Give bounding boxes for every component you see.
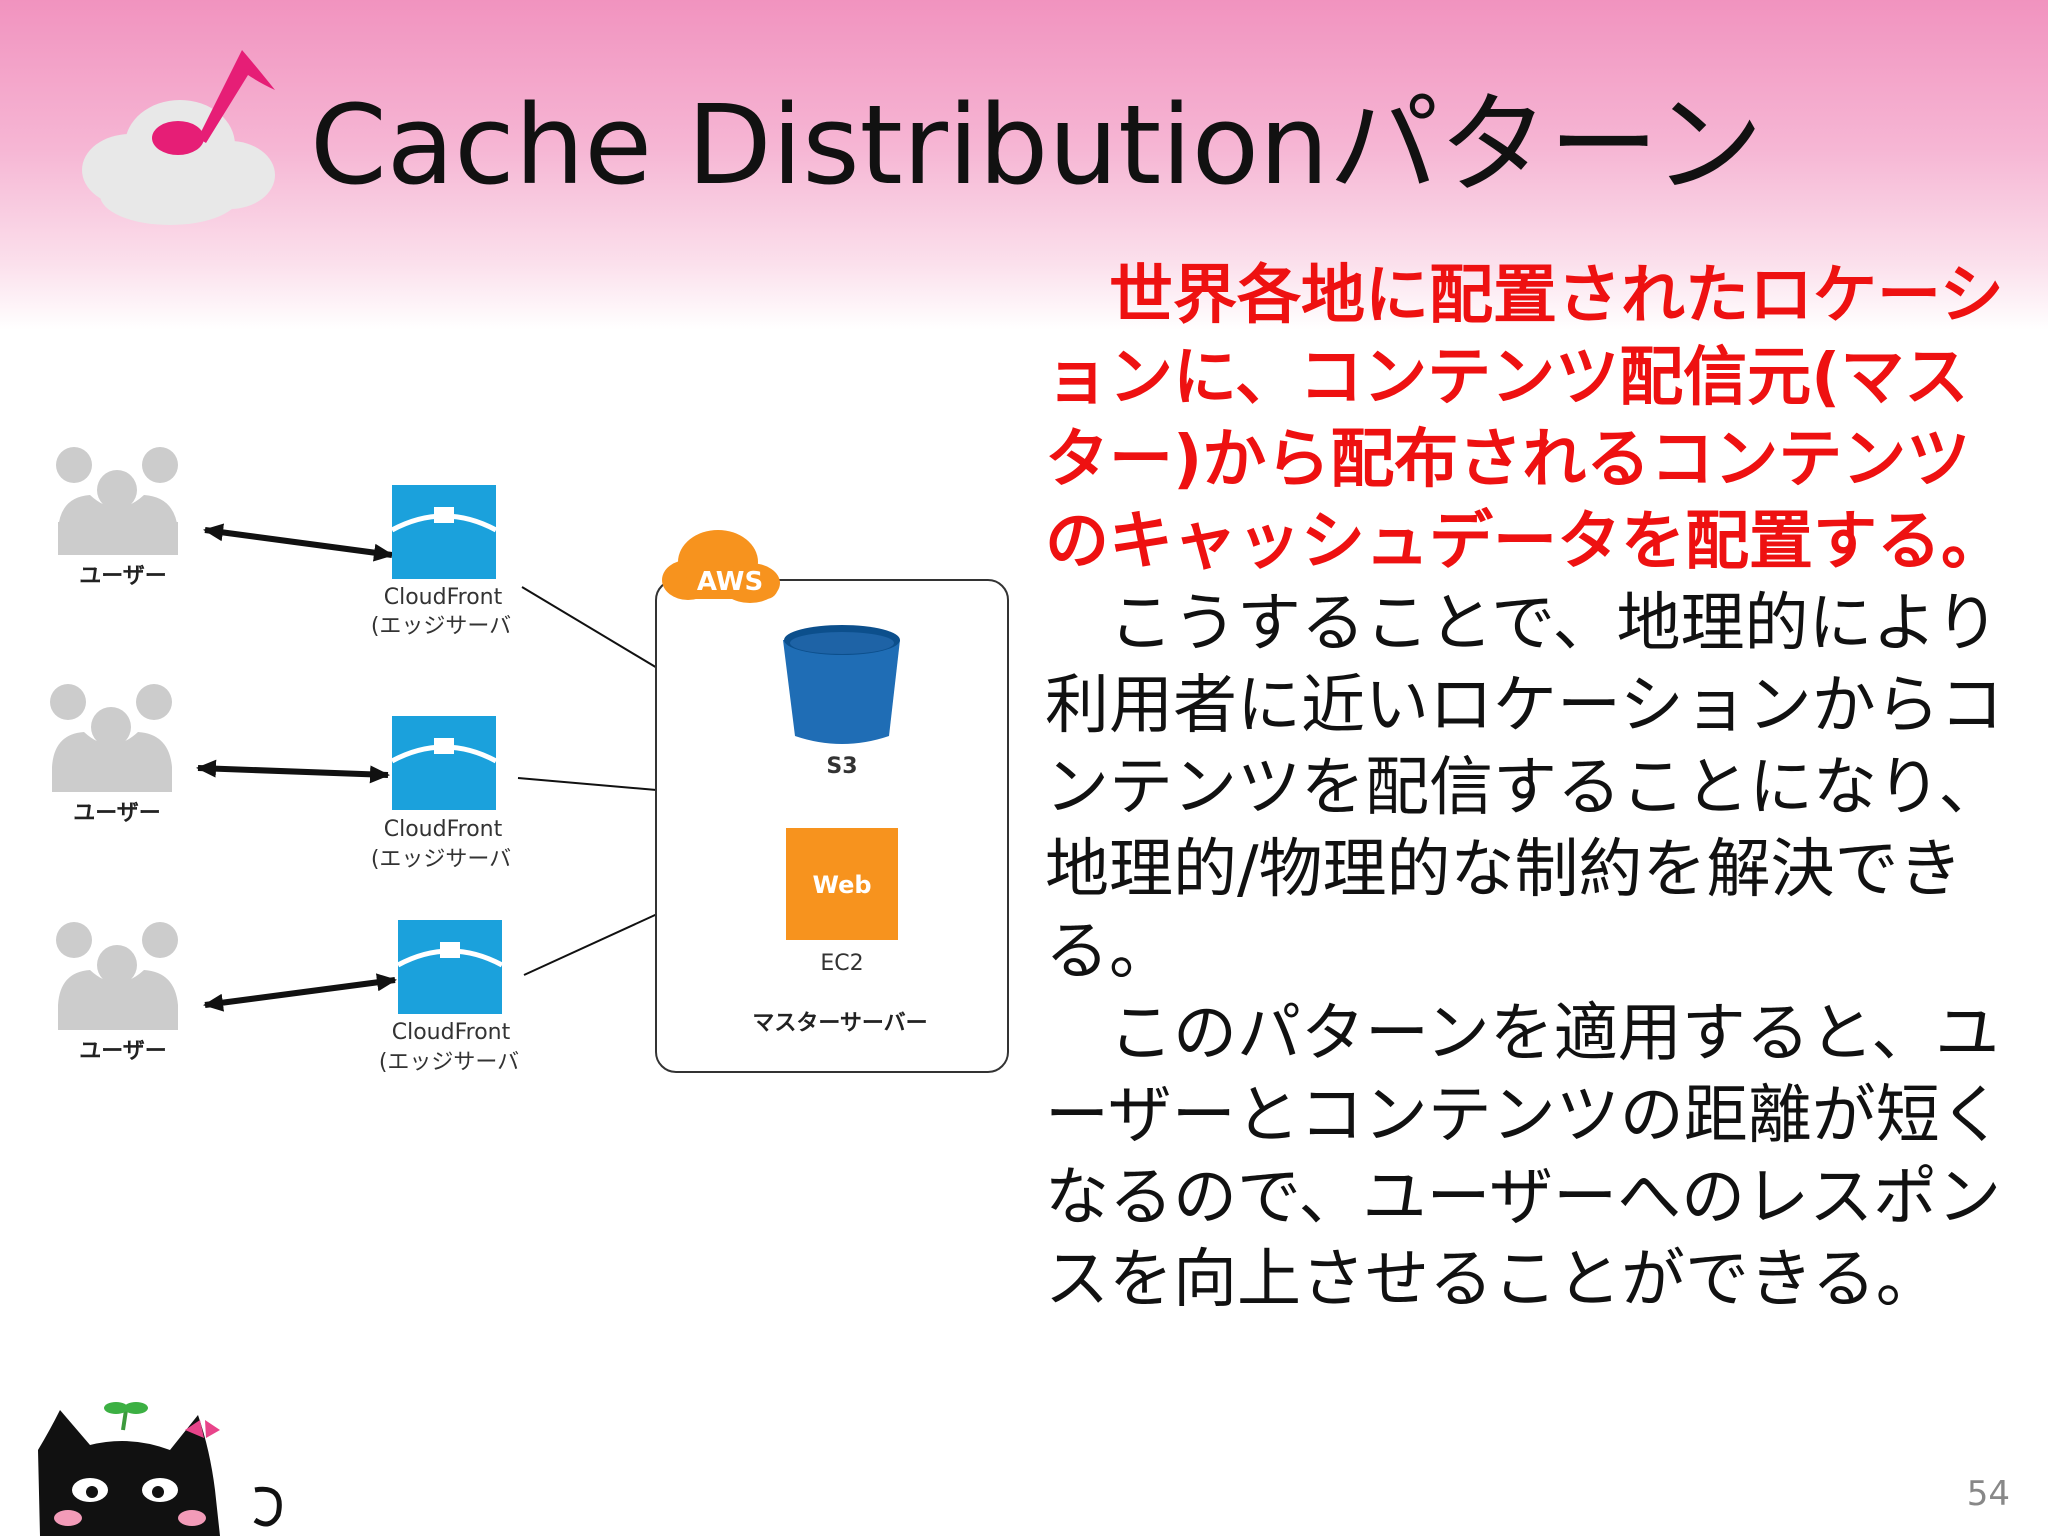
- body-text: 世界各地に配置されたロケーションに、コンテンツ配信元(マスター)から配布されるコ…: [1045, 255, 2005, 1321]
- user-label: ユーザー: [73, 801, 161, 826]
- title-band: [0, 0, 2048, 330]
- edge-server-label: (エッジサーバ: [379, 1050, 519, 1075]
- s3-label: S3: [826, 754, 857, 779]
- cloudfront-label: CloudFront: [384, 585, 503, 610]
- s3-bucket-icon: [783, 625, 900, 744]
- cloudfront-label: CloudFront: [392, 1020, 511, 1045]
- master-server-box: [655, 579, 1009, 1073]
- users-icon: [50, 684, 172, 792]
- web-label: Web: [812, 871, 871, 899]
- cloudfront-label: CloudFront: [384, 817, 503, 842]
- aws-badge-label: AWS: [697, 567, 763, 597]
- slide-title: Cache Distributionパターン: [310, 81, 1764, 209]
- ec2-web-icon: [786, 828, 898, 940]
- edge-server-label: (エッジサーバ: [371, 847, 511, 872]
- page-number: 54: [1966, 1474, 2010, 1514]
- music-note-cloud-logo: [82, 50, 275, 225]
- lead-paragraph: 世界各地に配置されたロケーションに、コンテンツ配信元(マスター)から配布されるコ…: [1045, 259, 2005, 579]
- cloudfront-icon: [390, 485, 498, 579]
- cloudfront-icon: [396, 920, 504, 1014]
- ec2-label: EC2: [820, 951, 863, 976]
- black-cat-mascot: [38, 1402, 282, 1536]
- user-edge-arrow: [203, 973, 397, 1012]
- users-icon: [56, 447, 178, 555]
- master-server-label: マスターサーバー: [752, 1011, 927, 1036]
- edge-server-label: (エッジサーバ: [371, 614, 511, 639]
- user-edge-arrow: [196, 759, 390, 784]
- cloudfront-icon: [390, 716, 498, 810]
- user-label: ユーザー: [79, 564, 167, 589]
- body-paragraph: こうすることで、地理的により利用者に近いロケーションからコンテンツを配信すること…: [1045, 587, 2004, 989]
- user-label: ユーザー: [79, 1039, 167, 1064]
- users-icon: [56, 922, 178, 1030]
- body-paragraph: このパターンを適用すると、ユーザーとコンテンツの距離が短くなるので、ユーザーへの…: [1045, 997, 2004, 1317]
- user-edge-arrow: [203, 523, 394, 562]
- aws-cloud-badge: [662, 530, 780, 603]
